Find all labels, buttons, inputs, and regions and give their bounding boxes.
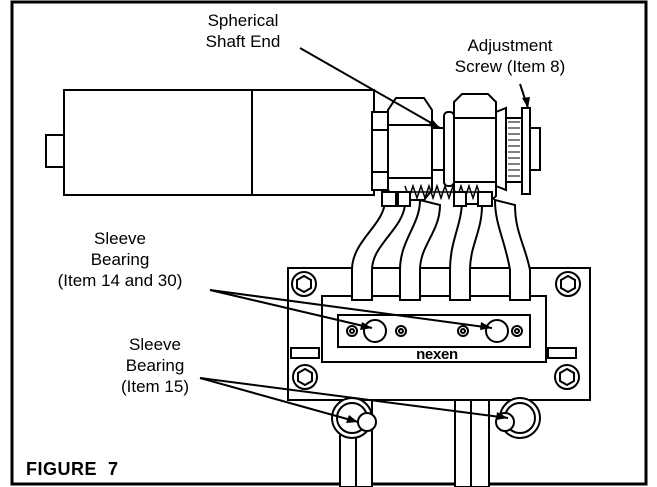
brand-logo: nexen <box>416 346 458 363</box>
label-line: (Item 15) <box>120 377 190 396</box>
figure-border <box>10 0 648 486</box>
thread-hatch <box>508 121 520 177</box>
label-line: Sleeve <box>94 229 146 248</box>
motor-housing <box>45 89 389 196</box>
label-adjustment-screw: Adjustment Screw (Item 8) <box>430 35 590 77</box>
label-line: Adjustment <box>467 36 553 55</box>
front-plate <box>337 314 531 348</box>
label-sleeve-bearing-14-30: Sleeve Bearing (Item 14 and 30) <box>30 228 210 291</box>
spring <box>400 183 492 201</box>
figure-caption: FIGURE 7 <box>26 459 119 479</box>
label-line: Sleeve <box>129 335 181 354</box>
label-spherical-shaft-end: Spherical Shaft End <box>183 10 303 52</box>
label-line: Bearing <box>125 356 185 375</box>
leader-lines <box>199 47 529 423</box>
lower-bearings <box>331 397 541 439</box>
label-line: Screw (Item 8) <box>454 57 566 76</box>
label-line: Shaft End <box>205 32 281 51</box>
coupling <box>387 93 541 205</box>
label-sleeve-bearing-15: Sleeve Bearing (Item 15) <box>95 334 215 397</box>
leader-arrowheads <box>346 97 530 423</box>
corner-bolts <box>290 271 581 390</box>
label-line: Spherical <box>207 11 279 30</box>
label-line: (Item 14 and 30) <box>57 271 183 290</box>
flexure-arms <box>351 198 531 301</box>
label-line: Bearing <box>90 250 150 269</box>
spring-clips <box>381 191 493 207</box>
